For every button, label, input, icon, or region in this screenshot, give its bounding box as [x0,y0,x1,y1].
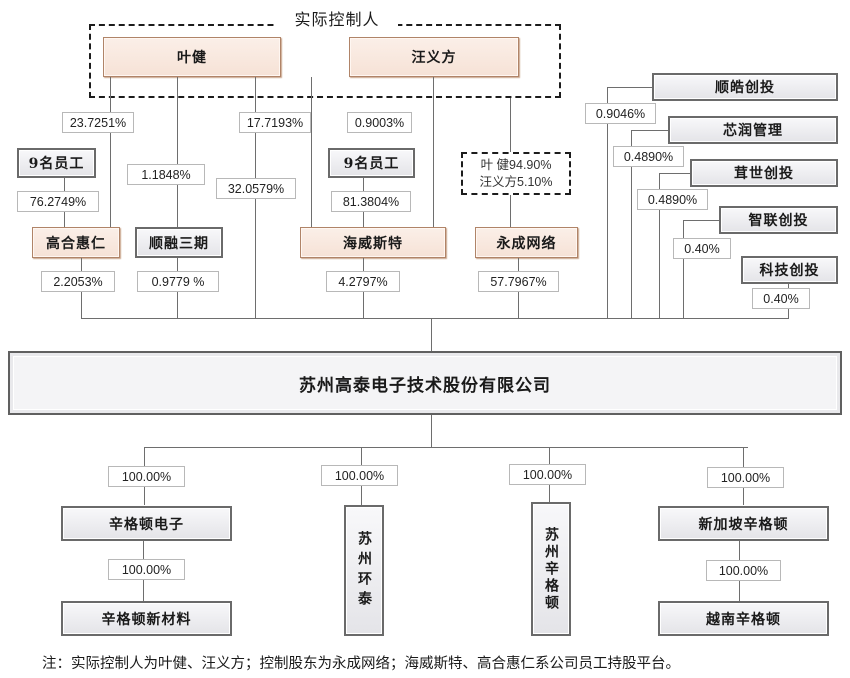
connector [659,173,690,174]
shareholder-yongcheng[interactable]: 永成网络 [475,227,578,258]
shareholder-shunrong[interactable]: 顺融三期 [135,227,223,258]
shareholder-rongshi[interactable]: 茸世创投 [690,159,838,187]
shareholder-shunhao[interactable]: 顺皓创投 [652,73,838,101]
yejian-gaohe-pct: 23.7251% [62,112,134,133]
shareholder-gaohe[interactable]: 高合惠仁 [32,227,120,258]
employees-haiweisite[interactable]: 9名员工 [328,148,415,178]
connector [683,220,719,221]
connector [431,318,432,351]
sub-singapore-xingedun[interactable]: 新加坡辛格顿 [658,506,829,541]
shareholder-xinrun[interactable]: 芯润管理 [668,116,838,144]
rongshi-stake-pct: 0.4890% [637,189,708,210]
connector [433,77,434,232]
controller-wangyifang[interactable]: 汪义方 [349,37,519,77]
controller-yejian[interactable]: 叶健 [103,37,281,77]
yongcheng-stake-pct: 57.7967% [478,271,559,292]
connector [631,130,668,131]
shareholder-haiweisite[interactable]: 海威斯特 [300,227,446,258]
company-box[interactable]: 苏州高泰电子技术股份有限公司 [8,351,842,415]
yejian-direct-pct: 32.0579% [216,178,296,199]
xinrun-stake-pct: 0.4890% [613,146,684,167]
sub-suzhou-huantai[interactable]: 苏州环泰 [344,505,384,636]
employees-gaohe-pct: 76.2749% [17,191,99,212]
shareholder-keji[interactable]: 科技创投 [741,256,838,284]
sub-xingedun-electronics[interactable]: 辛格顿电子 [61,506,232,541]
subsidiary-bus [144,447,748,448]
sub-xingedun-electronics-pct: 100.00% [108,466,185,487]
sub-vietnam-xingedun[interactable]: 越南辛格顿 [658,601,829,636]
shunrong-stake-pct: 0.9779 % [137,271,219,292]
keji-stake-pct: 0.40% [752,288,810,309]
connector [607,87,608,318]
zhilian-stake-pct: 0.40% [673,238,731,259]
connector [683,220,684,318]
controller-group-label: 实际控制人 [276,6,398,29]
yongcheng-owner-yejian: 叶 健94.90% [480,157,552,172]
sub-suzhou-xingedun-pct: 100.00% [509,464,586,485]
yejian-haiweisite-pct: 17.7193% [239,112,311,133]
footnote: 注：实际控制人为叶健、汪义方；控制股东为永成网络；海威斯特、高合惠仁系公司员工持… [42,656,680,672]
connector [631,130,632,318]
sub-vietnam-pct: 100.00% [706,560,781,581]
employees-haiweisite-pct: 81.3804% [331,191,411,212]
wangyifang-haiweisite-pct: 0.9003% [347,112,412,133]
connector [110,77,111,232]
sub-suzhou-huantai-pct: 100.00% [321,465,398,486]
connector [659,173,660,318]
sub-xingedun-material-pct: 100.00% [108,559,185,580]
haiweisite-stake-pct: 4.2797% [326,271,400,292]
shareholder-bus [81,318,789,319]
sub-xingedun-material[interactable]: 辛格顿新材料 [61,601,232,636]
connector [311,77,312,232]
connector [177,77,178,232]
yongcheng-ownership-note: 叶 健94.90% 汪义方5.10% [461,152,571,195]
gaohe-stake-pct: 2.2053% [41,271,115,292]
sub-singapore-pct: 100.00% [707,467,784,488]
connector [607,87,652,88]
yongcheng-owner-wangyifang: 汪义方5.10% [479,174,553,189]
shareholder-zhilian[interactable]: 智联创投 [719,206,838,234]
connector [431,415,432,447]
sub-suzhou-xingedun[interactable]: 苏州辛格顿 [531,502,571,636]
employees-gaohe[interactable]: 9名员工 [17,148,96,178]
yejian-shunrong-pct: 1.1848% [127,164,205,185]
shunhao-stake-pct: 0.9046% [585,103,656,124]
